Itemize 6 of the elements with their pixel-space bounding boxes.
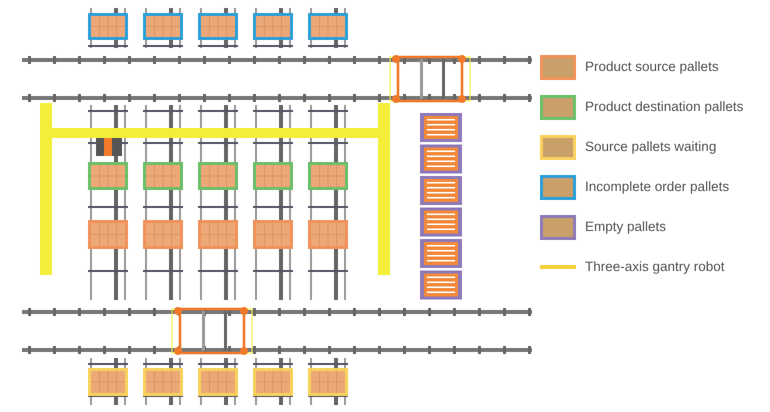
legend-label: Source pallets waiting xyxy=(585,139,716,155)
legend-label: Product destination pallets xyxy=(585,99,744,115)
legend-label: Empty pallets xyxy=(585,219,666,235)
legend-label: Product source pallets xyxy=(585,59,719,75)
legend-label: Incomplete order pallets xyxy=(585,179,730,195)
legend-label: Three-axis gantry robot xyxy=(585,259,725,275)
